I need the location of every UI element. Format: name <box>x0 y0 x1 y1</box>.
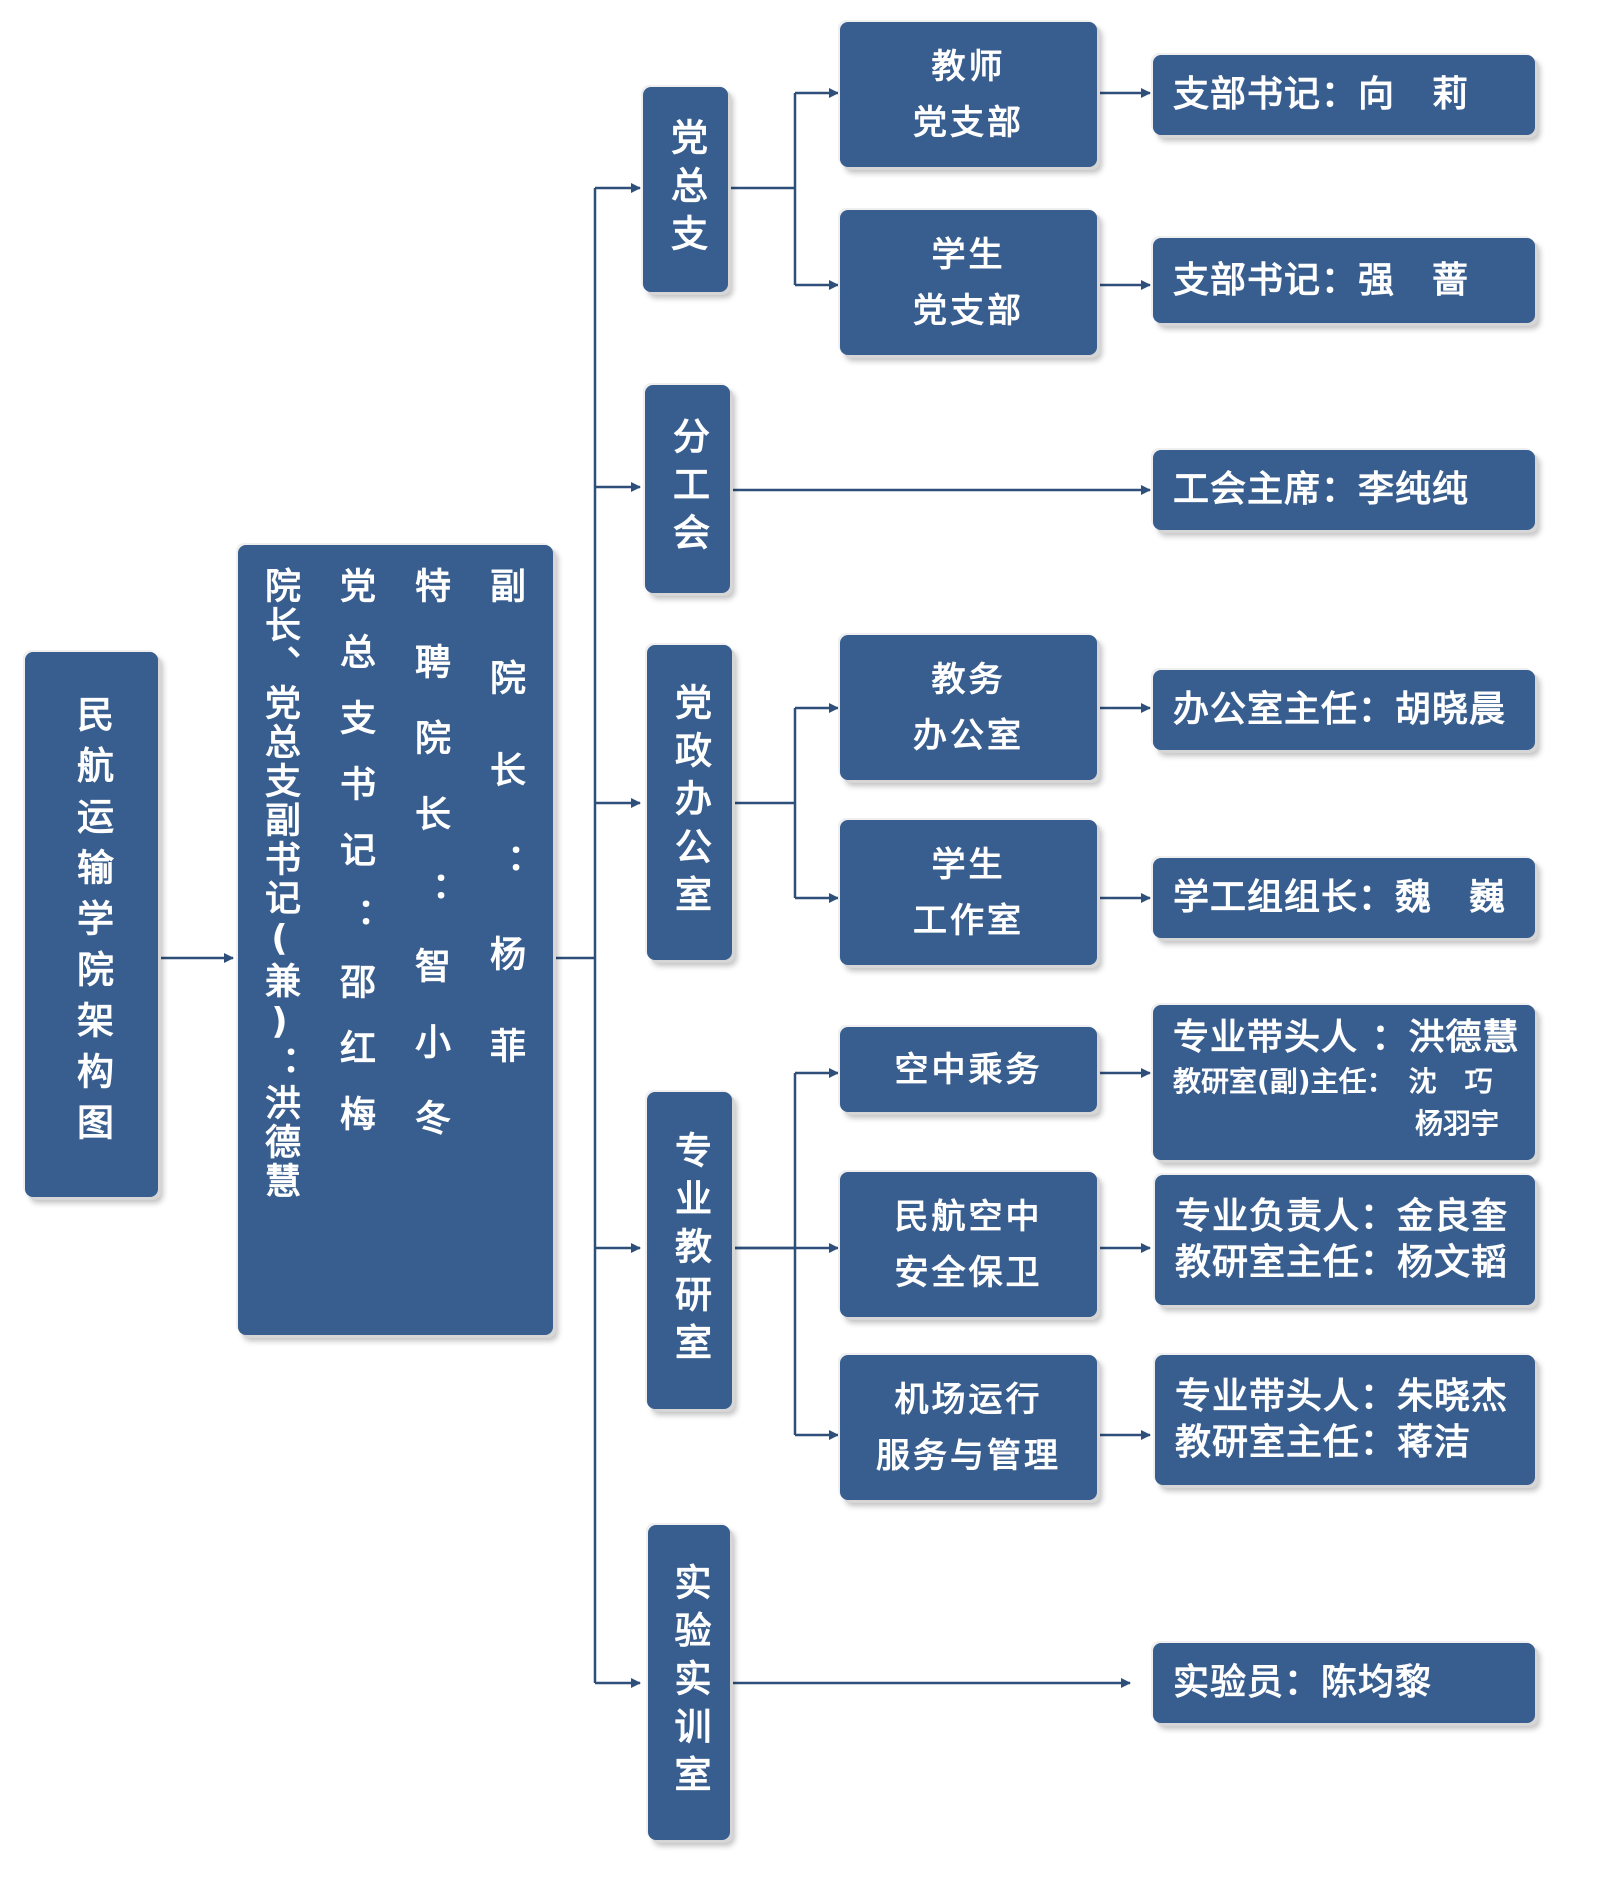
subunit-line1: 教师 <box>931 46 1006 87</box>
person-text: 支部书记：向 莉 <box>1173 74 1470 115</box>
person-text: 办公室主任：胡晓晨 <box>1173 689 1507 730</box>
leadership-box: 副院长：杨菲 特聘院长：智小冬 党总支书记：邵红梅 院长、党总支副书记(兼)：洪… <box>238 545 553 1335</box>
person-line2: 教研室(副)主任： 沈 巧 <box>1173 1065 1493 1098</box>
dept-label: 实验实训室 <box>668 1562 711 1803</box>
subunit-line2: 安全保卫 <box>894 1252 1043 1293</box>
subunit-teacher-party-branch: 教师 党支部 <box>840 22 1097 167</box>
subunit-student-work-office: 学生 工作室 <box>840 820 1097 965</box>
person-line1: 专业带头人：朱晓杰 <box>1175 1376 1509 1417</box>
person-line2: 教研室主任：杨文韬 <box>1175 1242 1509 1283</box>
person-union-chair: 工会主席：李纯纯 <box>1153 450 1535 530</box>
person-text: 实验员：陈均黎 <box>1173 1662 1433 1703</box>
person-student-branch-secretary: 支部书记：强 蔷 <box>1153 238 1535 323</box>
root-title: 民航运输学院架构图 <box>70 695 114 1154</box>
leadership-party-secretary: 党总支书记：邵红梅 <box>334 567 375 1161</box>
person-office-director: 办公室主任：胡晓晨 <box>1153 670 1535 750</box>
subunit-line1: 空中乘务 <box>894 1049 1043 1090</box>
person-line1: 专业带头人 ：洪德慧 <box>1173 1017 1520 1058</box>
person-lab-staff: 实验员：陈均黎 <box>1153 1643 1535 1723</box>
dept-lab-training: 实验实训室 <box>648 1525 730 1840</box>
dept-label: 党政办公室 <box>668 682 712 923</box>
person-airport-ops-leaders: 专业带头人：朱晓杰 教研室主任：蒋洁 <box>1155 1355 1535 1485</box>
subunit-line2: 服务与管理 <box>876 1435 1061 1476</box>
subunit-line1: 教务 <box>931 659 1006 700</box>
person-text: 工会主席：李纯纯 <box>1173 469 1470 510</box>
person-text: 学工组组长：魏 巍 <box>1173 877 1507 918</box>
dept-teaching-research: 专业教研室 <box>647 1092 732 1409</box>
subunit-line2: 工作室 <box>913 900 1024 941</box>
root-box: 民航运输学院架构图 <box>25 652 158 1197</box>
person-line2: 教研室主任：蒋洁 <box>1175 1422 1472 1463</box>
subunit-aviation-security: 民航空中 安全保卫 <box>840 1172 1097 1317</box>
subunit-line1: 学生 <box>931 844 1006 885</box>
dept-label: 党总支 <box>664 117 708 262</box>
dept-fengonghui: 分工会 <box>645 385 730 593</box>
leadership-vice-dean: 副院长：杨菲 <box>484 567 525 1119</box>
subunit-line1: 民航空中 <box>894 1196 1043 1237</box>
subunit-airport-operations: 机场运行 服务与管理 <box>840 1355 1097 1500</box>
leadership-dean: 院长、党总支副书记(兼)：洪德慧 <box>259 567 300 1201</box>
person-teacher-branch-secretary: 支部书记：向 莉 <box>1153 55 1535 135</box>
dept-dangzongzhi: 党总支 <box>643 87 728 292</box>
dept-label: 分工会 <box>666 417 710 561</box>
person-flight-attendant-leaders: 专业带头人 ：洪德慧 教研室(副)主任： 沈 巧 杨羽宇 <box>1153 1005 1535 1160</box>
subunit-line2: 党支部 <box>913 290 1024 331</box>
subunit-line2: 党支部 <box>913 102 1024 143</box>
person-text: 支部书记：强 蔷 <box>1173 259 1470 301</box>
subunit-line1: 学生 <box>931 234 1006 275</box>
subunit-line2: 办公室 <box>913 715 1024 756</box>
subunit-academic-affairs-office: 教务 办公室 <box>840 635 1097 780</box>
dept-label: 专业教研室 <box>668 1130 712 1371</box>
person-line1: 专业负责人：金良奎 <box>1175 1196 1509 1237</box>
subunit-line1: 机场运行 <box>894 1379 1043 1420</box>
person-aviation-security-leaders: 专业负责人：金良奎 教研室主任：杨文韬 <box>1155 1175 1535 1305</box>
leadership-special-dean: 特聘院长：智小冬 <box>409 567 450 1175</box>
person-line3: 杨羽宇 <box>1414 1107 1499 1140</box>
dept-party-admin-office: 党政办公室 <box>647 645 732 960</box>
subunit-student-party-branch: 学生 党支部 <box>840 210 1097 355</box>
subunit-flight-attendant: 空中乘务 <box>840 1027 1097 1112</box>
person-student-affairs-leader: 学工组组长：魏 巍 <box>1153 858 1535 938</box>
